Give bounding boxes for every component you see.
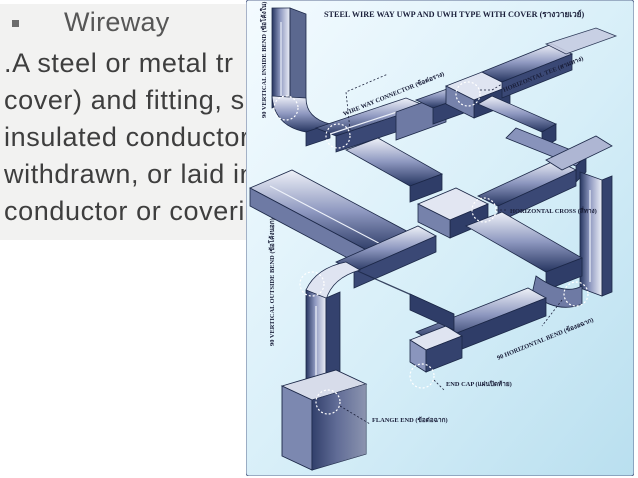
label-horizontal-cross: HORIZONTAL CROSS (สี่ทาง) [510, 205, 597, 215]
tray-run-cross-up-right [477, 135, 613, 223]
vertical-riser-top [271, 7, 307, 109]
label-end-cap: END CAP (แผ่นปิดท้าย) [446, 379, 512, 388]
leader-flange-end [339, 405, 371, 425]
definition-line-4: withdrawn, or laid in [4, 159, 246, 189]
label-vertical-outside-bend: 90 VERTICAL OUTSIDE BEND (ข้อโค้งนอก) [267, 218, 276, 346]
definition-line-5: conductor or covering [4, 196, 246, 226]
flange-end-cabinet [280, 369, 368, 471]
definition-line-1: .A steel or metal tr [4, 48, 234, 78]
tray-run-top-right [481, 27, 618, 99]
leader-horizontal-bend [541, 299, 563, 327]
leader-tee [480, 83, 503, 91]
leader-lines [339, 73, 563, 425]
callout-circle-outside-bend [299, 271, 325, 297]
tray-run-cross-down-left [335, 225, 455, 331]
definition-line-2: cover) and fitting, s [4, 85, 245, 115]
diagram-title: STEEL WIRE WAY UWP AND UWH TYPE WITH COV… [324, 9, 584, 19]
definition-line-3: insulated conductors [4, 122, 246, 152]
tray-run-middle [345, 137, 443, 203]
end-cap [409, 325, 463, 373]
vertical-riser-right [579, 171, 613, 297]
bullet-icon [12, 20, 19, 27]
label-flange-end: FLANGE END (ข้อต่อฉาก) [372, 415, 448, 424]
label-vertical-inside-bend: 90 VERTICAL INSIDE BEND (ข้อโค้งใน) [259, 2, 268, 118]
callout-circle-horizontal-bend [563, 281, 589, 307]
slide-heading: Wireway [64, 7, 170, 37]
wireway-diagram-svg: STEEL WIRE WAY UWP AND UWH TYPE WITH COV… [246, 0, 634, 476]
callout-circle-end-cap [409, 363, 435, 389]
tray-network [249, 7, 618, 471]
vertical-outside-bend [305, 261, 362, 301]
callout-circle-connector [325, 123, 351, 149]
wireway-diagram: STEEL WIRE WAY UWP AND UWH TYPE WITH COV… [246, 0, 634, 476]
callout-circle-inside-bend [273, 95, 299, 121]
callout-circle-flange-end [315, 389, 341, 415]
callout-circle-tee [455, 81, 481, 107]
leader-connector [345, 73, 389, 131]
wireway-text-clipping: Wireway .A steel or metal tr cover) and … [0, 4, 246, 240]
